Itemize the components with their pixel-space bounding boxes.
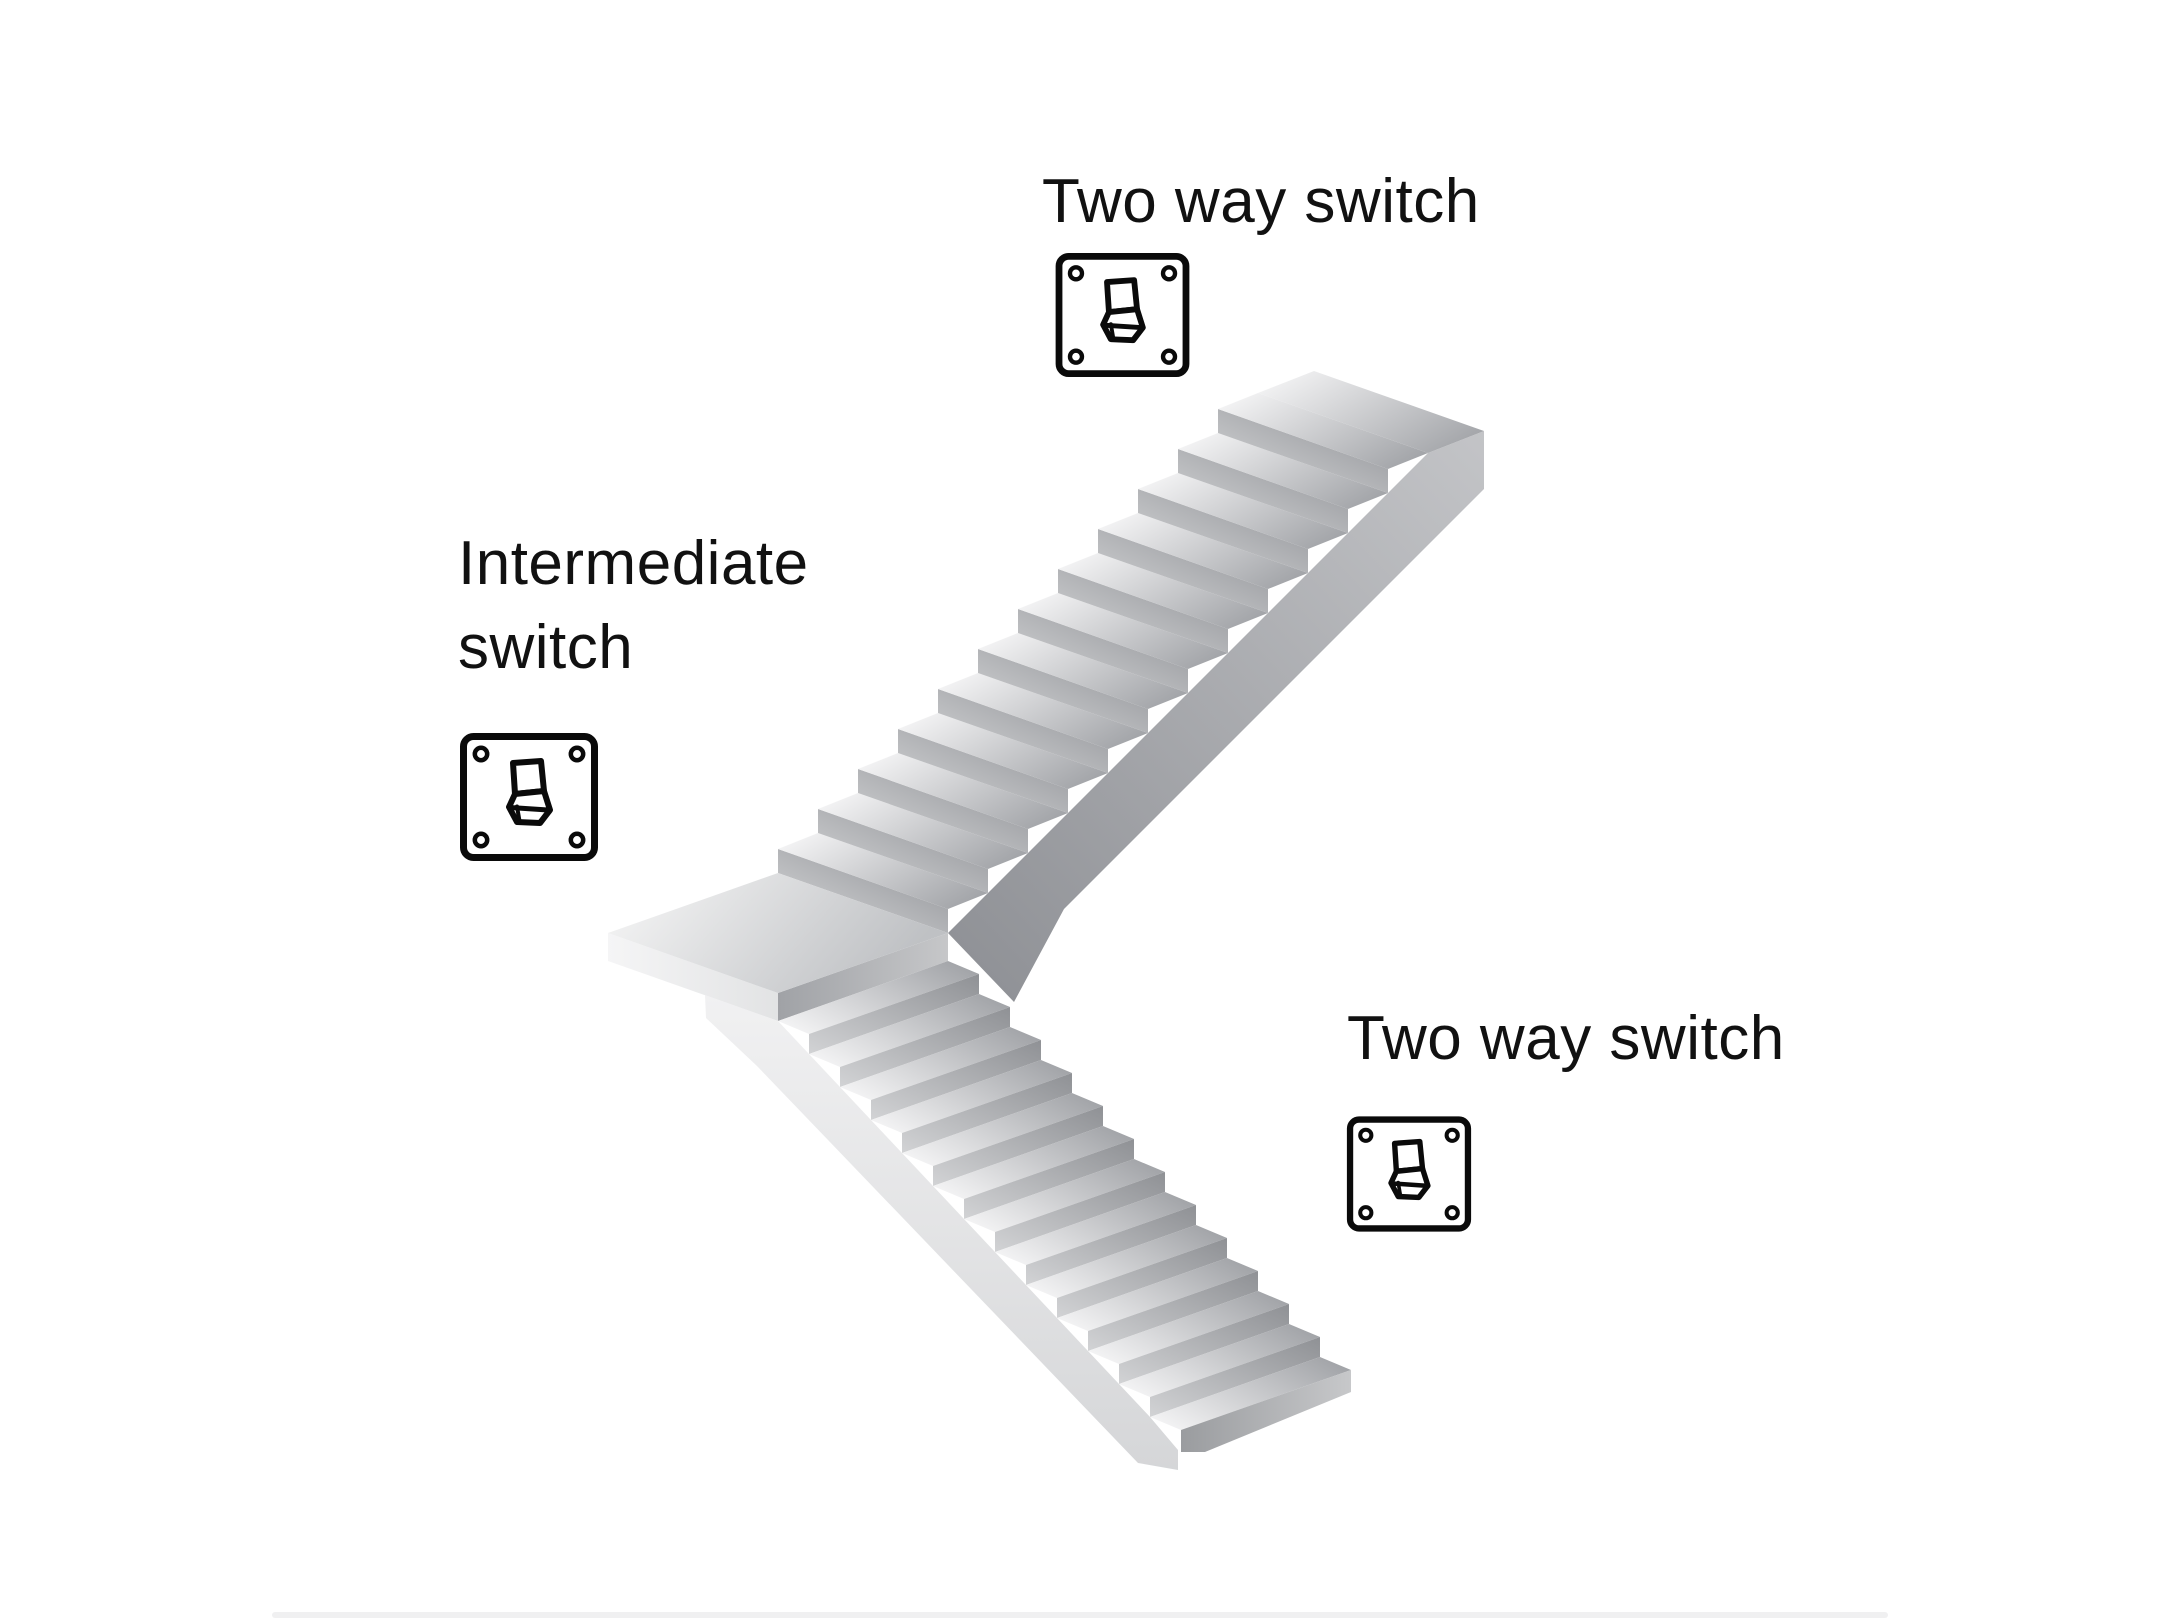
- lower-flight-end-face: [1181, 1370, 1351, 1452]
- lower-flight-bottom-tread: [1150, 1357, 1351, 1430]
- lower-flight: [705, 961, 1351, 1470]
- lower-flight-stringer: [705, 995, 1178, 1470]
- landing-front-face: [778, 933, 948, 1021]
- rocker-switch-icon: [1053, 252, 1192, 378]
- label-intermediate-switch: Intermediate switch: [458, 529, 809, 682]
- landing-left-face: [608, 933, 778, 1021]
- label-two-way-switch-bottom: Two way switch: [1347, 1004, 1785, 1073]
- label-two-way-switch-top: Two way switch: [1042, 167, 1480, 236]
- upper-flight-stringer: [948, 431, 1484, 1002]
- rocker-switch-icon: [458, 732, 600, 862]
- bottom-divider: [272, 1612, 1888, 1618]
- upper-flight: [778, 371, 1484, 1002]
- rocker-switch-icon: [1346, 1110, 1472, 1238]
- upper-flight-top-cap: [1258, 371, 1484, 453]
- landing-top: [608, 873, 948, 993]
- landing: [608, 873, 948, 1021]
